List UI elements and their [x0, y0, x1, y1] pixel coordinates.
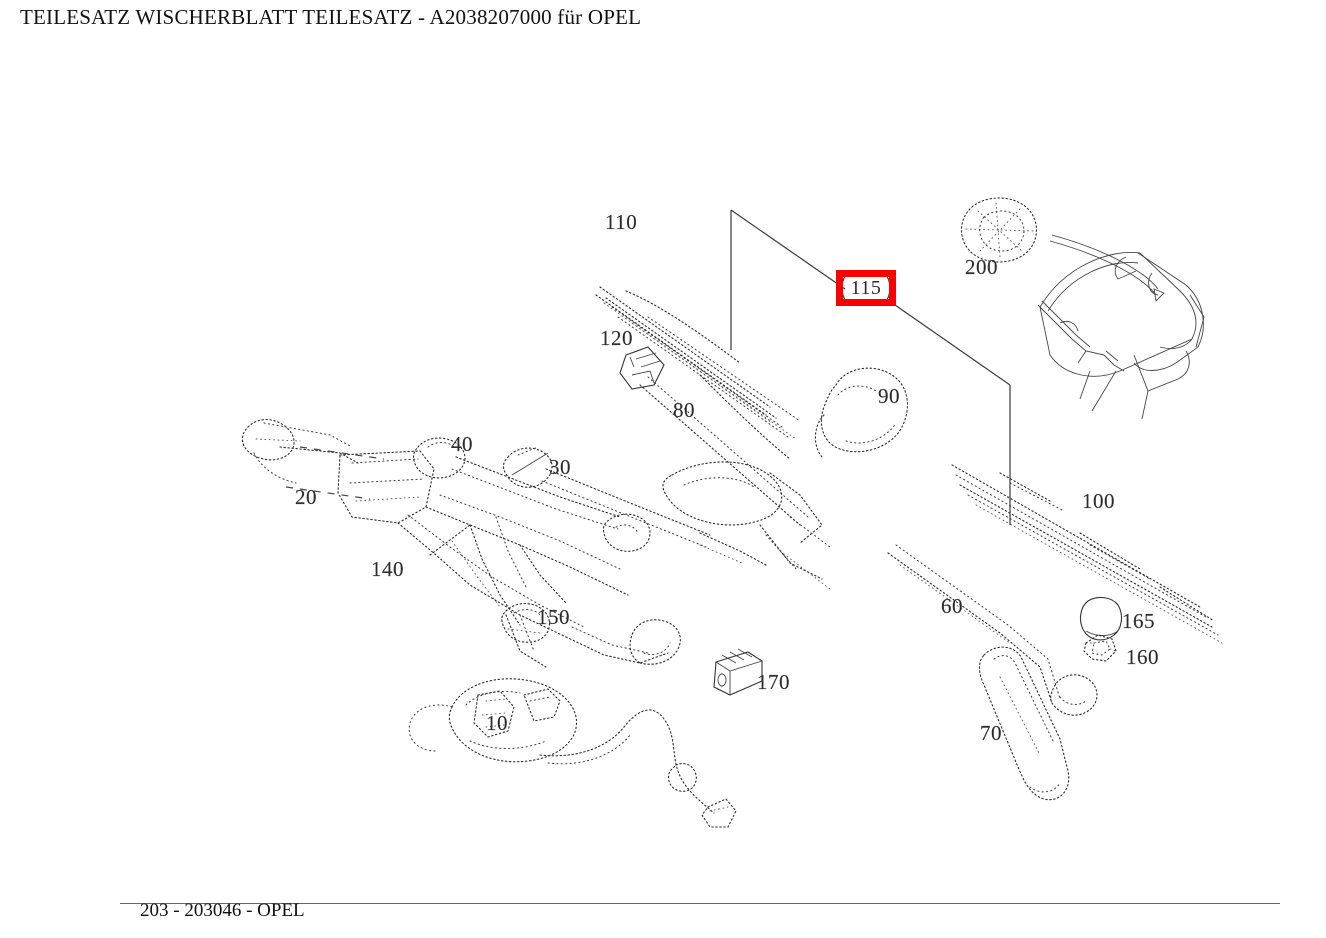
part-label-200: 200: [965, 255, 998, 279]
highlighted-part-callout-115[interactable]: 115: [836, 270, 896, 306]
part-label-80: 80: [673, 398, 695, 422]
part-label-165: 165: [1122, 609, 1155, 633]
part-10-wiper-motor: [408, 678, 737, 828]
part-70-wiper-arm-lower: [978, 646, 1070, 801]
footer-reference: 203 - 203046 - OPEL: [140, 900, 305, 921]
part-label-90: 90: [878, 384, 900, 408]
red-highlight-box: [836, 270, 896, 306]
part-60-wiper-arm-passenger: [887, 544, 1098, 716]
callout-115-leader-lines: [730, 209, 1011, 525]
part-label-170: 170: [757, 670, 790, 694]
part-label-30: 30: [549, 455, 571, 479]
callout-115-label: 115: [850, 276, 882, 299]
exploded-parts-drawing: .dot { fill:none; stroke:#2a2a2a; stroke…: [241, 197, 1223, 828]
footer-divider: [120, 903, 1280, 904]
part-label-140: 140: [371, 557, 404, 581]
part-120-blade-clip: [619, 346, 665, 390]
part-200-grommet-ring: [960, 197, 1038, 263]
part-20-linkage-end-bracket: [241, 418, 385, 500]
page-title: TEILESATZ WISCHERBLATT TEILESATZ - A2038…: [20, 5, 642, 29]
part-30-connecting-rod-right: [502, 446, 767, 566]
part-90-cowl-cover-plate: [814, 367, 908, 458]
vehicle-windshield-illustration: [1037, 234, 1205, 420]
part-140-wiper-linkage-frame: [337, 450, 681, 668]
part-label-120: 120: [600, 326, 633, 350]
part-label-10: 10: [486, 711, 508, 735]
part-label-160: 160: [1126, 645, 1159, 669]
part-label-20: 20: [295, 485, 317, 509]
part-100-wiper-blade-right: [951, 464, 1223, 644]
part-170-electrical-connector: [713, 648, 763, 696]
part-165-cap-cover: [1079, 596, 1123, 641]
part-40-connecting-rod-left: [412, 437, 651, 552]
part-label-70: 70: [980, 721, 1002, 745]
part-110-wiper-blade-left: [595, 286, 801, 440]
part-label-60: 60: [941, 594, 963, 618]
diagram-canvas: .dot { fill:none; stroke:#2a2a2a; stroke…: [0, 55, 1326, 875]
part-160-hex-nut: [1083, 634, 1117, 662]
part-label-150: 150: [537, 605, 570, 629]
part-label-40: 40: [451, 432, 473, 456]
part-label-110: 110: [605, 210, 638, 234]
part-80-wiper-arm-driver: [639, 374, 831, 590]
part-label-100: 100: [1082, 489, 1115, 513]
part-150-bearing-bush: [501, 602, 551, 643]
